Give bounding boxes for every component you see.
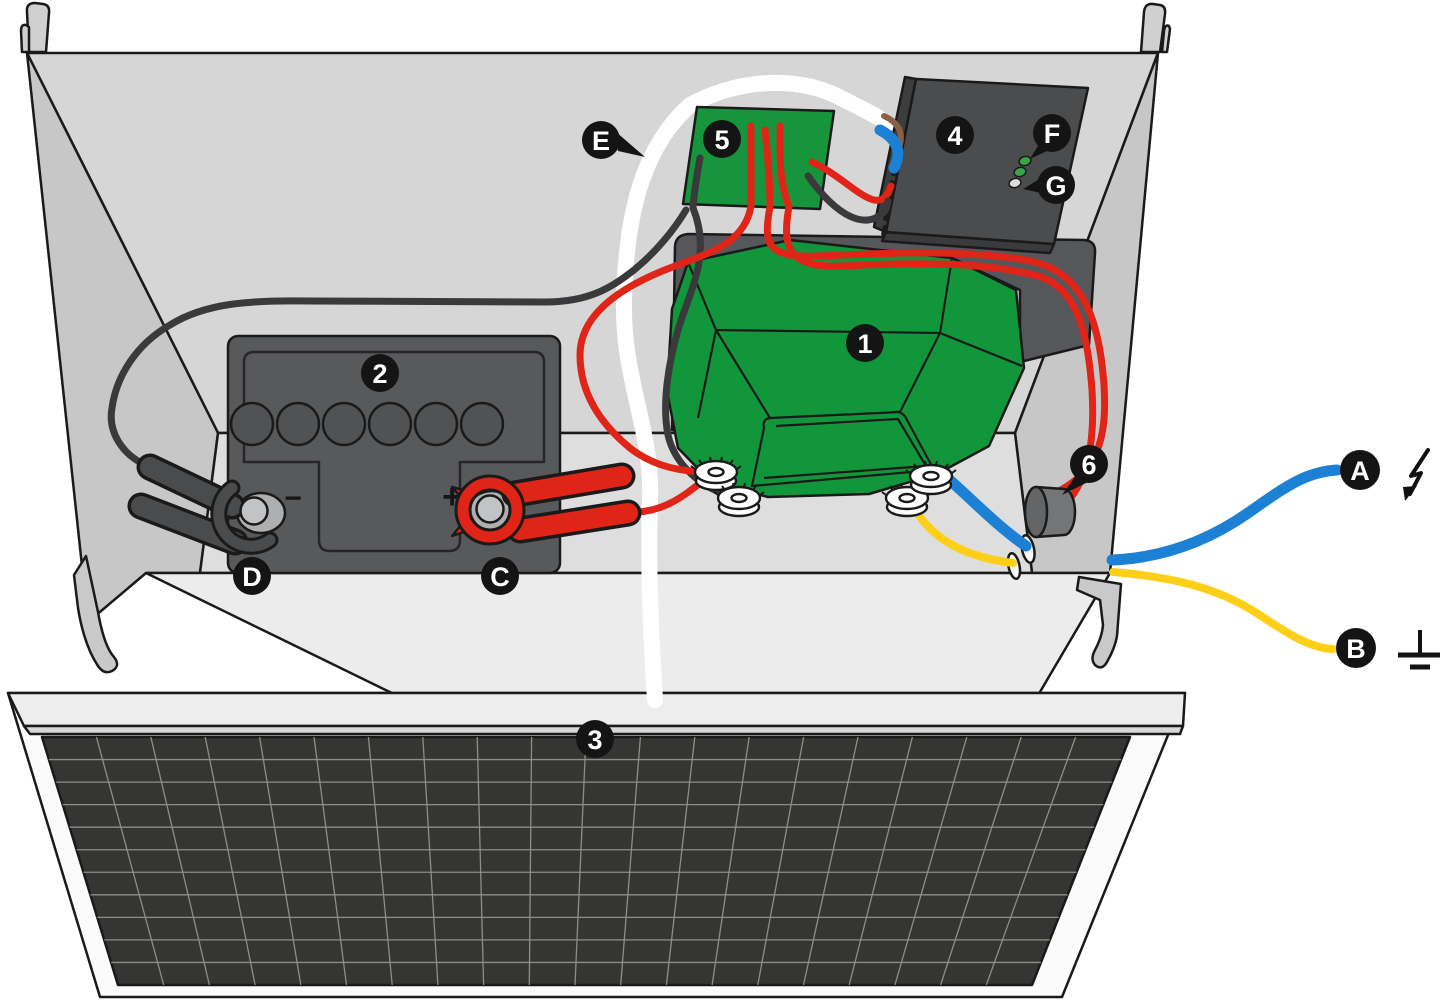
callout-led-f: F [1030,114,1071,159]
controller-led-status [1013,166,1027,178]
callout-text-E: E [592,126,610,156]
solar-grid-line [574,736,587,986]
hanger-hook-left [19,23,31,54]
terminal-post-positive [475,494,505,524]
callout-ground-wire: B [1336,628,1376,668]
grommet-face [1023,485,1049,539]
solar-cell-grid [48,736,1122,986]
solar-grid-line [711,736,750,986]
battery-lid-outline [242,350,546,553]
callout-text-B: B [1346,634,1366,664]
solar-grid-line [476,736,485,986]
callout-text-6: 6 [1081,450,1096,480]
enclosure-front-face [144,571,1112,699]
callout-text-G: G [1045,171,1066,201]
callout-negative-clamp: D [233,557,271,595]
wire-pcb-to-controller-black [804,172,892,224]
callout-battery: 2 [361,354,399,392]
wire-earth-outside [1109,568,1337,653]
pcb-lead-red-2 [761,126,774,210]
lightning-bolt-icon [1403,448,1430,501]
solar-grid-line [258,736,302,986]
solar-grid-line [528,736,533,986]
solar-grid-line [313,736,348,986]
solar-grid-line [150,736,211,986]
controller-led-charge [1018,155,1032,167]
callout-grommet: 6 [1062,445,1108,495]
circuit-board [681,105,836,211]
battery-negative-sign: − [284,482,302,515]
callout-text-4: 4 [947,121,962,151]
solar-panel-cells [40,735,1132,987]
solar-grid-line [757,736,805,986]
callout-text-5: 5 [714,125,729,155]
grommet [1023,485,1077,539]
solar-grid-line [204,736,256,986]
pcb-lead-black [689,154,704,211]
wire-battery-negative [107,206,690,471]
bottom-hook-left [72,554,119,674]
hanger-hook-right [1160,24,1172,54]
callout-text-3: 3 [587,725,602,755]
controller-led-off [1008,177,1022,189]
callout-text-F: F [1044,119,1061,149]
callout-solar-cable: E [582,121,645,159]
solar-grid-line [95,736,165,986]
battery-cell-caps [229,401,505,447]
terminal-post-negative [239,496,269,526]
clamp-positive [450,462,642,546]
solar-grid-line [367,736,393,986]
circuit-board-face [681,105,836,211]
callout-fence-wire: A [1340,450,1380,490]
controller-front-face [884,77,1090,246]
wire-pcb-to-controller-red [808,158,895,204]
solar-panel [6,691,1187,999]
callout-text-2: 2 [372,359,387,389]
wire-fence-output-outside [1106,464,1343,566]
wire-solar-blue [874,124,904,174]
solar-grid-line [894,736,968,986]
callout-text-C: C [490,562,510,592]
wire-solar-cable-white [615,74,894,708]
hanger-tab-left [25,1,51,54]
earth-ground-icon [1398,630,1440,670]
wire-pcb-to-energizer-red [576,202,755,476]
solar-grid-line [985,736,1077,986]
hanger-tab-right [1139,2,1167,54]
solar-grid-line [665,736,696,986]
charge-controller [872,75,1090,255]
solar-grid-line [848,736,914,986]
callout-solar-panel: 3 [576,720,614,758]
callout-text-1: 1 [857,329,872,359]
wire-to-grommet-red-2 [783,203,1097,523]
callout-energizer: 1 [846,324,884,362]
pcb-lead-red-3 [776,122,793,211]
clamp-negative [127,453,287,556]
solar-grid-line [422,736,439,986]
solar-grid-line [939,736,1022,986]
callout-text-A: A [1350,456,1370,486]
solar-grid-line [802,736,859,986]
callout-charge-controller: 4 [936,116,974,154]
callout-led-g: G [1023,166,1075,204]
bottom-hook-right [1075,575,1123,669]
solar-grid-line [620,736,642,986]
callout-positive-clamp: C [481,557,519,595]
callout-circuit-board: 5 [703,120,741,158]
callout-text-D: D [242,562,262,592]
